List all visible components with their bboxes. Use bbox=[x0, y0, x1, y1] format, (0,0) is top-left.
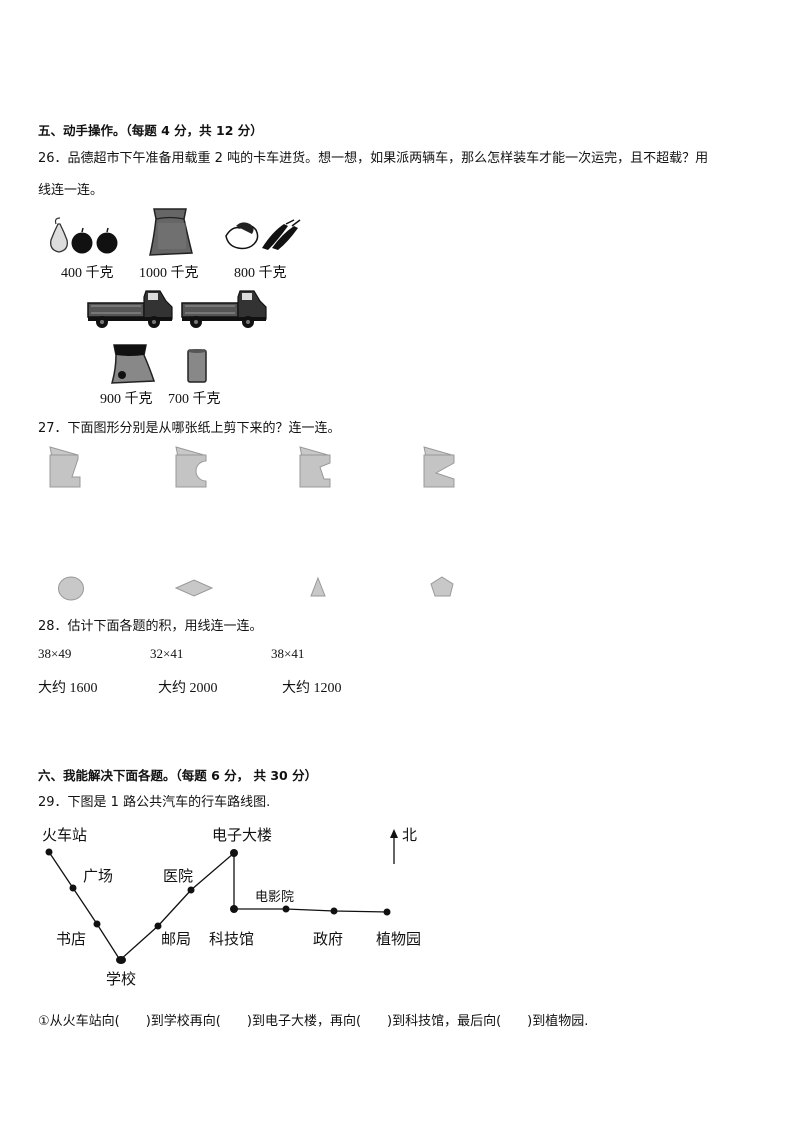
bag-icon bbox=[110, 344, 156, 384]
stop-bookstore: 书店 bbox=[56, 930, 87, 948]
stop-train-station: 火车站 bbox=[42, 826, 88, 844]
estimate-3: 大约 1200 bbox=[282, 681, 342, 696]
rhombus-shape bbox=[174, 579, 214, 597]
folded-paper-cut-semicircle bbox=[175, 446, 207, 488]
section-5-title: 五、动手操作。（每题 4 分，共 12 分） bbox=[38, 123, 263, 138]
stop-school: 学校 bbox=[106, 970, 137, 988]
sack-icon bbox=[149, 208, 193, 256]
triangle-shape bbox=[310, 576, 326, 597]
q29-text: 29．下图是 1 路公共汽车的行车路线图. bbox=[38, 795, 271, 810]
north-label: 北 bbox=[402, 826, 418, 844]
folded-paper-cut-triangle bbox=[423, 446, 455, 488]
q26-text-line2: 线连一连。 bbox=[38, 183, 104, 198]
barrel-icon bbox=[187, 349, 207, 383]
fruit-icon bbox=[50, 217, 118, 254]
stop-electronics-building: 电子大楼 bbox=[212, 826, 273, 844]
fruit-weight-label: 400 千克 bbox=[61, 266, 114, 281]
sack-weight-label: 1000 千克 bbox=[139, 266, 199, 281]
stop-square: 广场 bbox=[83, 867, 114, 885]
pentagon-shape bbox=[430, 576, 454, 597]
stop-post-office: 邮局 bbox=[161, 930, 192, 948]
estimate-2: 大约 2000 bbox=[158, 681, 218, 696]
stop-science-museum: 科技馆 bbox=[209, 930, 255, 948]
vegetables-icon bbox=[225, 219, 301, 250]
folded-paper-cut-trapezoid bbox=[299, 446, 331, 488]
barrel-weight-label: 700 千克 bbox=[168, 392, 221, 407]
q27-text: 27．下面图形分别是从哪张纸上剪下来的？连一连。 bbox=[38, 421, 341, 436]
stop-botanical-garden: 植物园 bbox=[376, 930, 422, 948]
truck-icon bbox=[87, 290, 173, 328]
q28-text: 28．估计下面各题的积，用线连一连。 bbox=[38, 619, 263, 634]
expression-1: 38×49 bbox=[38, 646, 72, 661]
stop-cinema: 电影院 bbox=[255, 890, 295, 905]
q29-sub1-text: ①从火车站向( )到学校再向( )到电子大楼，再向( )到科技馆，最后向( )到… bbox=[38, 1014, 589, 1029]
circle-shape bbox=[58, 576, 84, 601]
truck-icon bbox=[181, 290, 267, 328]
vegetables-weight-label: 800 千克 bbox=[234, 266, 287, 281]
expression-2: 32×41 bbox=[150, 646, 184, 661]
bag-weight-label: 900 千克 bbox=[100, 392, 153, 407]
expression-3: 38×41 bbox=[271, 646, 305, 661]
estimate-1: 大约 1600 bbox=[38, 681, 98, 696]
folded-paper-cut-z bbox=[49, 446, 81, 488]
stop-hospital: 医院 bbox=[163, 867, 194, 885]
section-6-title: 六、我能解决下面各题。（每题 6 分， 共 30 分） bbox=[38, 768, 318, 783]
q26-text-line1: 26．品德超市下午准备用载重 2 吨的卡车进货。想一想，如果派两辆车，那么怎样装… bbox=[38, 151, 709, 166]
stop-government: 政府 bbox=[313, 930, 344, 948]
